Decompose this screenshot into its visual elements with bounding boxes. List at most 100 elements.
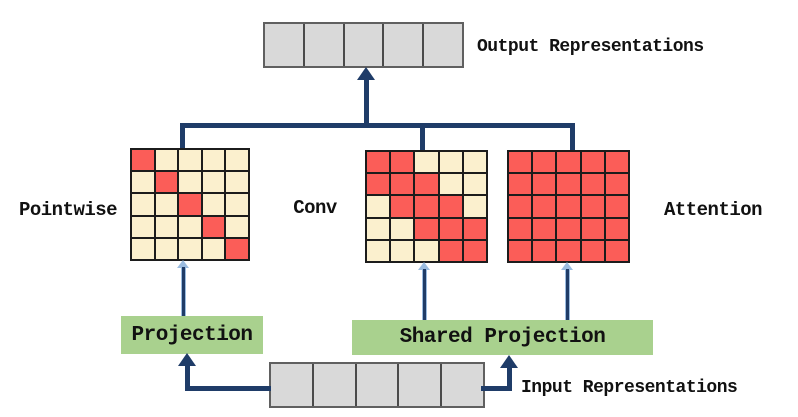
active-cell — [533, 152, 556, 173]
line-shared-to-attention — [565, 269, 570, 322]
active-cell — [391, 152, 414, 173]
inactive-cell — [415, 240, 438, 261]
shared-projection-box: Shared Projection — [352, 320, 653, 355]
inactive-cell — [155, 194, 178, 215]
active-cell — [533, 196, 556, 217]
active-cell — [557, 174, 580, 195]
pointwise-matrix — [130, 148, 250, 261]
arrow-up-to-output-icon — [357, 67, 375, 80]
active-cell — [557, 196, 580, 217]
connector-stub-pointwise — [180, 123, 185, 150]
inactive-cell — [132, 194, 154, 215]
active-cell — [509, 196, 532, 217]
active-cell — [439, 218, 462, 239]
active-cell — [415, 174, 438, 195]
output-representations-label: Output Representations — [477, 37, 704, 57]
vector-cell — [304, 24, 343, 66]
inactive-cell — [202, 150, 225, 171]
vector-cell — [271, 364, 312, 406]
inactive-cell — [202, 238, 225, 259]
projection-label: Projection — [131, 323, 253, 347]
active-cell — [415, 196, 438, 217]
inactive-cell — [226, 216, 248, 237]
active-cell — [463, 218, 486, 239]
conv-matrix — [365, 150, 488, 263]
vector-cell — [265, 24, 303, 66]
line-shared-to-conv — [422, 269, 427, 322]
vector-cell — [424, 24, 462, 66]
vector-cell — [313, 364, 355, 406]
active-cell — [415, 218, 438, 239]
inactive-cell — [415, 152, 438, 173]
inactive-cell — [155, 216, 178, 237]
active-cell — [605, 196, 628, 217]
arrow-up-to-projection-icon — [178, 353, 196, 366]
inactive-cell — [226, 172, 248, 193]
line-projection-to-pointwise — [181, 267, 186, 317]
active-cell — [581, 196, 604, 217]
inactive-cell — [391, 218, 414, 239]
arrow-up-to-attention-icon — [561, 262, 573, 270]
connector-input-to-projection-h — [185, 386, 271, 391]
connector-stub-attention — [570, 123, 575, 152]
inactive-cell — [367, 196, 390, 217]
inactive-cell — [367, 240, 390, 261]
inactive-cell — [463, 196, 486, 217]
vector-cell — [442, 364, 483, 406]
inactive-cell — [179, 216, 201, 237]
active-cell — [391, 174, 414, 195]
active-cell — [391, 196, 414, 217]
active-cell — [367, 174, 390, 195]
inactive-cell — [439, 174, 462, 195]
connector-center-vertical — [364, 78, 369, 128]
active-cell — [439, 196, 462, 217]
shared-projection-label: Shared Projection — [399, 326, 606, 349]
active-cell — [557, 240, 580, 261]
inactive-cell — [132, 172, 154, 193]
active-cell — [226, 238, 248, 259]
output-representations-vector — [263, 22, 464, 68]
active-cell — [557, 152, 580, 173]
active-cell — [581, 152, 604, 173]
inactive-cell — [179, 238, 201, 259]
active-cell — [155, 172, 178, 193]
active-cell — [533, 174, 556, 195]
connector-stub-conv — [420, 123, 425, 152]
active-cell — [581, 218, 604, 239]
arrow-up-to-conv-icon — [418, 262, 430, 270]
active-cell — [509, 174, 532, 195]
active-cell — [367, 152, 390, 173]
vector-cell — [399, 364, 441, 406]
attention-label: Attention — [663, 199, 763, 221]
inactive-cell — [179, 150, 201, 171]
inactive-cell — [367, 218, 390, 239]
inactive-cell — [132, 216, 154, 237]
vector-cell — [384, 24, 423, 66]
active-cell — [202, 216, 225, 237]
inactive-cell — [132, 238, 154, 259]
inactive-cell — [202, 172, 225, 193]
active-cell — [179, 194, 201, 215]
pointwise-label: Pointwise — [18, 199, 118, 221]
active-cell — [605, 218, 628, 239]
inactive-cell — [226, 150, 248, 171]
connector-input-to-shared-h — [481, 386, 512, 391]
input-representations-label: Input Representations — [521, 378, 738, 398]
active-cell — [509, 218, 532, 239]
active-cell — [581, 174, 604, 195]
active-cell — [439, 240, 462, 261]
connector-horizontal-bus — [180, 123, 575, 128]
inactive-cell — [202, 194, 225, 215]
inactive-cell — [463, 152, 486, 173]
inactive-cell — [155, 238, 178, 259]
inactive-cell — [463, 174, 486, 195]
active-cell — [557, 218, 580, 239]
vector-cell — [356, 364, 398, 406]
inactive-cell — [391, 240, 414, 261]
connector-input-to-projection-v — [185, 364, 190, 391]
attention-matrix — [507, 150, 630, 263]
inactive-cell — [179, 172, 201, 193]
projection-box: Projection — [121, 316, 263, 354]
active-cell — [533, 218, 556, 239]
